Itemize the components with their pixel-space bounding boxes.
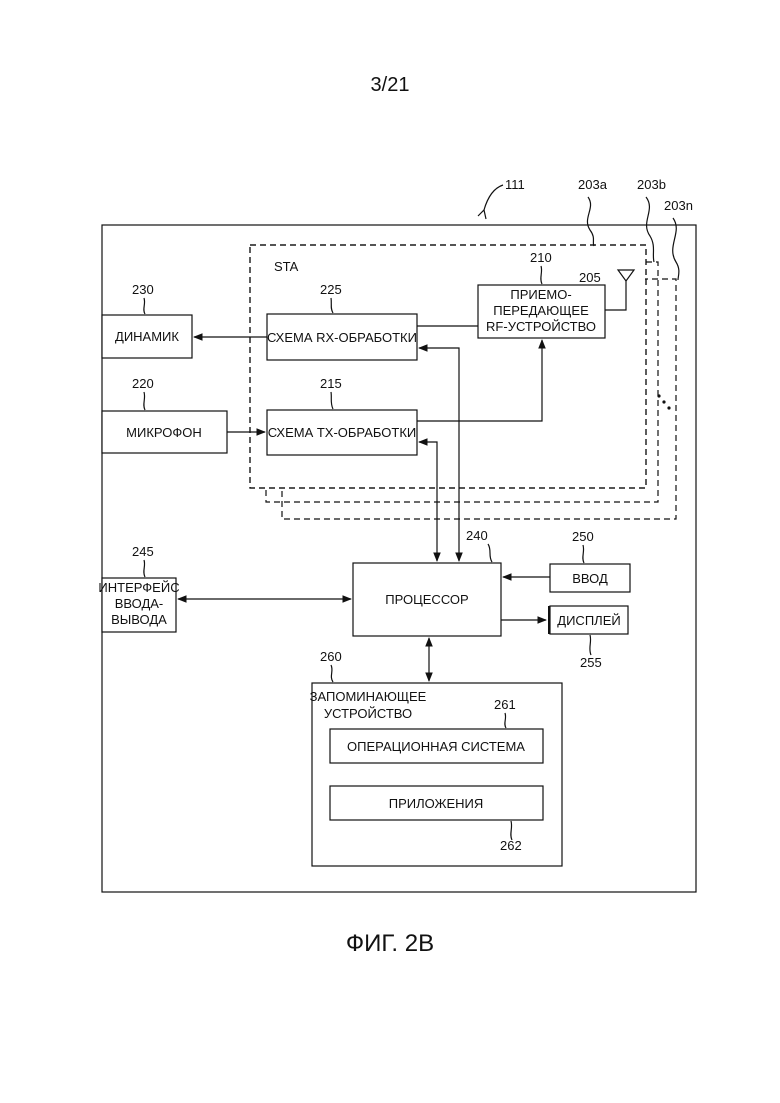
ref-input: 250 [572, 529, 594, 544]
ref-speaker: 230 [132, 282, 154, 297]
leader-device-tip [478, 210, 486, 219]
ellipsis-dot [657, 394, 660, 397]
memory-label-line2: УСТРОЙСТВО [324, 706, 412, 721]
rf-label-line2: ПЕРЕДАЮЩЕЕ [493, 303, 589, 318]
io-label-line2: ВВОДА- [115, 596, 164, 611]
ellipsis-dot [667, 406, 670, 409]
input-label: ВВОД [572, 571, 608, 586]
display-box-shadow [548, 606, 550, 634]
ref-rf: 210 [530, 250, 552, 265]
ref-antenna: 205 [579, 270, 601, 285]
rx-processing-label: СХЕМА RX-ОБРАБОТКИ [267, 330, 417, 345]
speaker-label: ДИНАМИК [115, 329, 179, 344]
microphone-label: МИКРОФОН [126, 425, 202, 440]
ref-rx: 225 [320, 282, 342, 297]
ref-tx: 215 [320, 376, 342, 391]
ref-device: 111 [505, 177, 525, 192]
page-number: 3/21 [371, 74, 410, 96]
figure-caption: ФИГ. 2В [346, 930, 434, 957]
ref-apps: 262 [500, 838, 522, 853]
ref-processor: 240 [466, 528, 488, 543]
tx-processing-label: СХЕМА TX-ОБРАБОТКИ [268, 425, 417, 440]
os-label: ОПЕРАЦИОННАЯ СИСТЕМА [347, 739, 525, 754]
ref-sta-a: 203a [578, 177, 608, 192]
ref-memory: 260 [320, 649, 342, 664]
ref-sta-n: 203n [664, 198, 693, 213]
rf-label-line3: RF-УСТРОЙСТВО [486, 319, 596, 334]
rf-label-line1: ПРИЕМО- [510, 287, 571, 302]
apps-label: ПРИЛОЖЕНИЯ [389, 796, 484, 811]
ref-os: 261 [494, 697, 516, 712]
display-label: ДИСПЛЕЙ [557, 613, 620, 628]
ref-sta-b: 203b [637, 177, 666, 192]
memory-label-line1: ЗАПОМИНАЮЩЕЕ [310, 689, 427, 704]
ref-microphone: 220 [132, 376, 154, 391]
ref-display: 255 [580, 655, 602, 670]
io-label-line3: ВЫВОДА [111, 612, 167, 627]
leader-device [484, 185, 503, 210]
sta-label: STA [274, 259, 299, 274]
ref-io: 245 [132, 544, 154, 559]
ellipsis-dot [662, 400, 665, 403]
processor-label: ПРОЦЕССОР [385, 592, 468, 607]
io-label-line1: ИНТЕРФЕЙС [98, 580, 179, 595]
